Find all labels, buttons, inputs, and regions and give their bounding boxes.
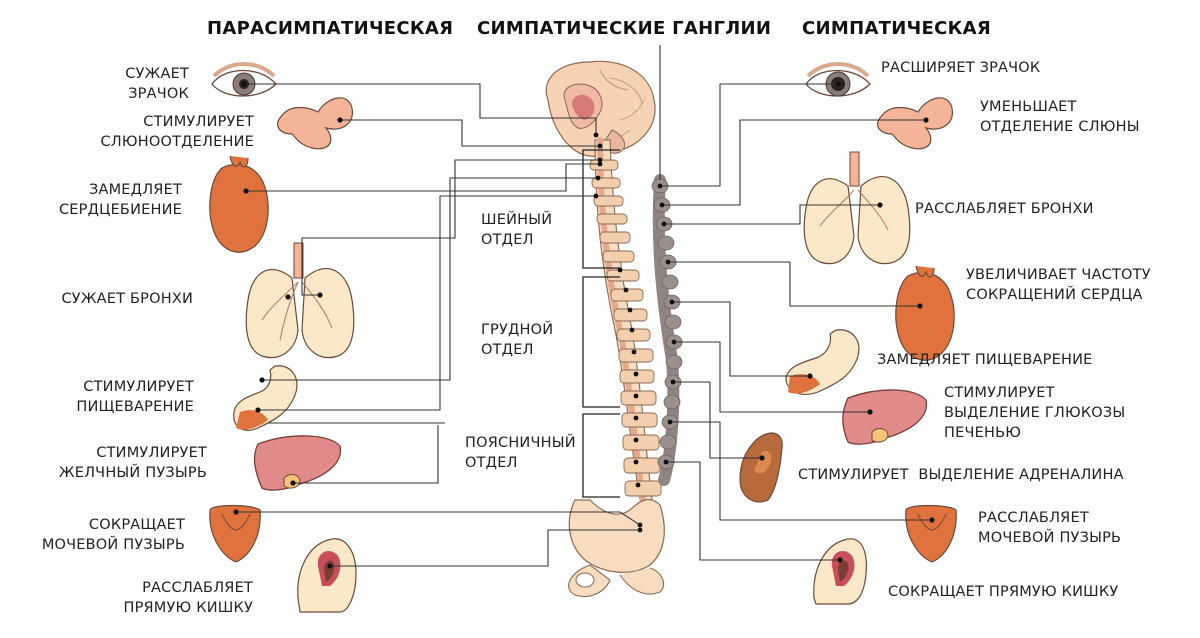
brain bbox=[545, 60, 656, 158]
spine bbox=[568, 137, 665, 598]
header-parasympathetic: ПАРАСИМПАТИЧЕСКАЯ bbox=[207, 18, 454, 39]
lungs-left bbox=[245, 242, 355, 359]
liver-left bbox=[253, 435, 341, 491]
parasympathetic-connectors bbox=[236, 83, 641, 567]
label-contracts-bladder: СОКРАЩАЕТ МОЧЕВОЙ ПУЗЫРЬ bbox=[41, 517, 185, 553]
liver-right bbox=[842, 389, 927, 445]
label-relaxes-bladder: РАССЛАБЛЯЕТ МОЧЕВОЙ ПУЗЫРЬ bbox=[978, 510, 1122, 546]
salivary-left bbox=[277, 97, 353, 150]
label-cervical-section: ШЕЙНЫЙ ОТДЕЛ bbox=[481, 212, 553, 248]
bladder-right bbox=[905, 504, 957, 563]
label-stimulates-glucose: СТИМУЛИРУЕТ ВЫДЕЛЕНИЕ ГЛЮКОЗЫ ПЕЧЕНЬЮ bbox=[944, 385, 1126, 441]
header-sympathetic-ganglia: СИМПАТИЧЕСКИЕ ГАНГЛИИ bbox=[477, 18, 772, 39]
label-stimulates-salivation: СТИМУЛИРУЕТ СЛЮНООТДЕЛЕНИЕ bbox=[100, 114, 254, 150]
label-slows-digestion: ЗАМЕДЛЯЕТ ПИЩЕВАРЕНИЕ bbox=[877, 352, 1093, 368]
label-stimulates-adrenaline: СТИМУЛИРУЕТ ВЫДЕЛЕНИЕ АДРЕНАЛИНА bbox=[798, 467, 1124, 483]
heart-right bbox=[895, 265, 955, 361]
label-contracts-rectum: СОКРАЩАЕТ ПРЯМУЮ КИШКУ bbox=[888, 584, 1119, 600]
stomach-right bbox=[785, 329, 860, 395]
section-brackets bbox=[582, 149, 620, 498]
eye-left bbox=[211, 62, 277, 97]
salivary-right bbox=[877, 97, 953, 150]
label-stimulates-gallbladder: СТИМУЛИРУЕТ ЖЕЛЧНЫЙ ПУЗЫРЬ bbox=[58, 445, 207, 481]
label-lumbar-section: ПОЯСНИЧНЫЙ ОТДЕЛ bbox=[465, 435, 576, 471]
label-increases-heart-rate: УВЕЛИЧИВАЕТ ЧАСТОТУ СОКРАЩЕНИЙ СЕРДЦА bbox=[966, 267, 1151, 303]
label-dilates-pupil: РАСШИРЯЕТ ЗРАЧОК bbox=[881, 60, 1041, 76]
label-relaxes-rectum: РАССЛАБЛЯЕТ ПРЯМУЮ КИШКУ bbox=[123, 580, 253, 616]
label-constricts-bronchi: СУЖАЕТ БРОНХИ bbox=[61, 291, 193, 307]
bladder-left bbox=[209, 504, 261, 563]
lungs-right bbox=[803, 151, 911, 265]
stomach-left bbox=[233, 365, 298, 431]
rectum-right bbox=[813, 538, 867, 605]
connector-dots bbox=[233, 81, 935, 569]
eye-right bbox=[805, 62, 871, 97]
label-thoracic-section: ГРУДНОЙ ОТДЕЛ bbox=[481, 322, 554, 358]
label-relaxes-bronchi: РАССЛАБЛЯЕТ БРОНХИ bbox=[915, 201, 1094, 217]
label-reduces-saliva: УМЕНЬШАЕТ ОТДЕЛЕНИЕ СЛЮНЫ bbox=[980, 99, 1140, 135]
label-stimulates-digestion: СТИМУЛИРУЕТ ПИЩЕВАРЕНИЕ bbox=[76, 379, 194, 415]
rectum-left bbox=[297, 538, 357, 613]
sympathetic-connectors bbox=[660, 83, 932, 561]
label-constricts-pupil: СУЖАЕТ ЗРАЧОК bbox=[125, 66, 189, 102]
heart-left bbox=[209, 155, 269, 253]
adrenal-right bbox=[739, 432, 783, 503]
label-slows-heartbeat: ЗАМЕДЛЯЕТ СЕРДЦЕБИЕНИЕ bbox=[58, 182, 182, 218]
header-sympathetic: СИМПАТИЧЕСКАЯ bbox=[802, 18, 991, 39]
